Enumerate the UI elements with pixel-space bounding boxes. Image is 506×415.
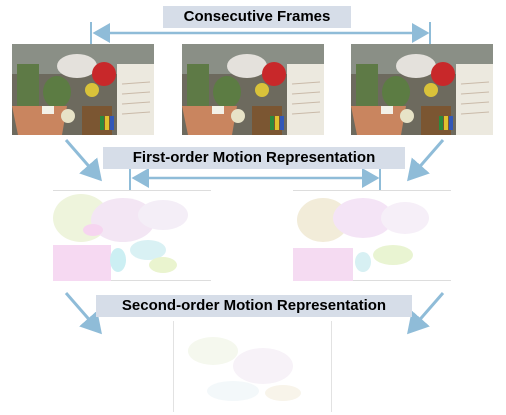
label-second-order: Second-order Motion Representation [96, 295, 412, 317]
label-consecutive-frames: Consecutive Frames [163, 6, 351, 28]
label-first-order: First-order Motion Representation [103, 147, 405, 169]
flow-image-1 [53, 190, 211, 281]
arrow-frame1-to-first [64, 139, 102, 182]
arrow-flow1-to-second [64, 292, 102, 335]
frame-image-1 [12, 44, 154, 135]
arrow-frame3-to-first [407, 139, 445, 182]
flow-image-2 [293, 190, 451, 281]
frame-image-2 [182, 44, 324, 135]
arrow-flow2-to-second [407, 292, 445, 335]
frame-image-3 [351, 44, 493, 135]
second-order-image [173, 321, 332, 412]
